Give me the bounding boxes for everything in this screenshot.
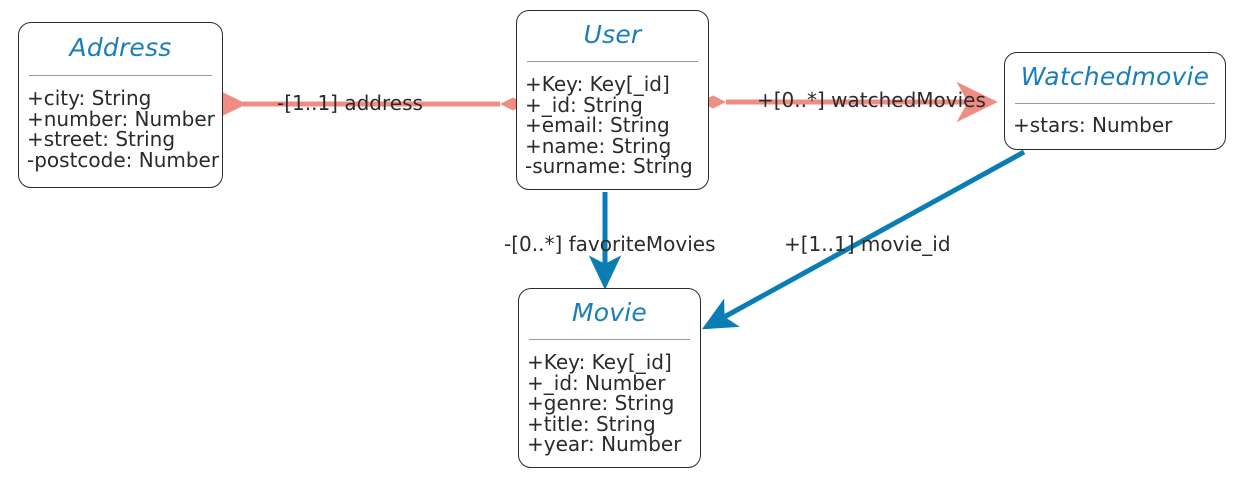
attribute-item: +Key: Key[_id] [525, 72, 670, 96]
class-title-watchedmovie: Watchedmovie [1020, 62, 1210, 91]
association-label-favoritemovies: -[0..*] favoriteMovies [504, 232, 716, 256]
class-title-address: Address [69, 33, 172, 62]
association-movieid[interactable] [701, 149, 1026, 330]
class-separator-user [527, 61, 698, 62]
attribute-item: +_id: Number [527, 370, 666, 395]
attribute-item: +street: String [27, 127, 176, 151]
attribute-item: +email: String [525, 113, 670, 137]
class-box-user[interactable]: User +Key: Key[_id] +_id: String +email:… [516, 10, 709, 190]
association-movieid-line[interactable] [701, 149, 1026, 330]
attribute-item: +title: String [527, 411, 656, 436]
class-separator-movie [529, 339, 690, 340]
attribute-list-movie: +Key: Key[_id] +_id: Number +genre: Stri… [527, 352, 700, 455]
attribute-list-user: +Key: Key[_id] +_id: String +email: Stri… [525, 74, 708, 177]
attribute-item: +city: String [27, 86, 152, 110]
class-box-watchedmovie[interactable]: Watchedmovie +stars: Number [1004, 52, 1226, 150]
association-label-watchedmovies: +[0..*] watchedMovies [757, 88, 986, 112]
attribute-list-watchedmovie: +stars: Number [1013, 115, 1225, 136]
attribute-item: +name: String [525, 133, 672, 158]
attribute-item: +number: Number [27, 106, 215, 131]
association-label-movieid: +[1..1] movie_id [784, 232, 951, 256]
attribute-item: +genre: String [527, 391, 675, 415]
class-box-address[interactable]: Address +city: String +number: Number +s… [18, 22, 223, 188]
class-box-movie[interactable]: Movie +Key: Key[_id] +_id: Number +genre… [518, 288, 701, 468]
attribute-item: +stars: Number [1013, 113, 1173, 137]
class-separator-watchedmovie [1015, 103, 1215, 104]
class-title-movie: Movie [572, 298, 647, 327]
attribute-item: +year: Number [527, 432, 682, 456]
attribute-list-address: +city: String +number: Number +street: S… [27, 88, 222, 170]
association-label-address: -[1..1] address [277, 91, 423, 115]
attribute-item: -postcode: Number [27, 147, 220, 172]
attribute-item: +Key: Key[_id] [527, 350, 672, 374]
class-separator-address [29, 75, 212, 76]
class-title-user: User [583, 20, 642, 49]
attribute-item: -surname: String [525, 154, 693, 178]
attribute-item: +_id: String [525, 92, 643, 117]
